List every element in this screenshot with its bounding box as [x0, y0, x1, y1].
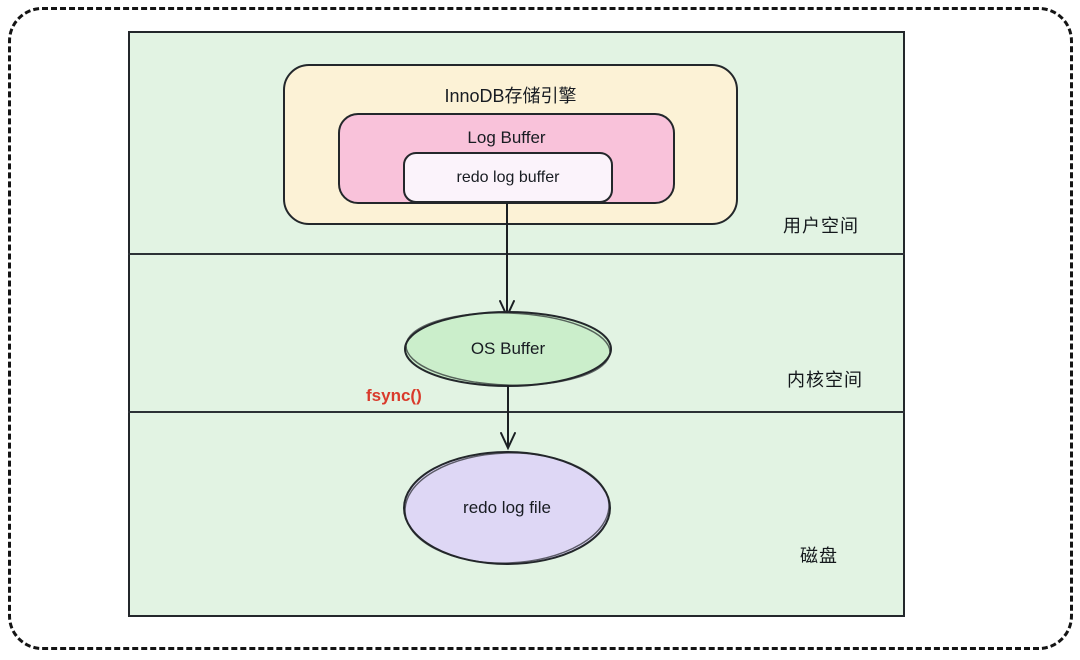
section-label-disk: 磁盘 — [800, 546, 838, 566]
section-label-user-space: 用户空间 — [783, 216, 859, 236]
section-label-kernel-space: 内核空间 — [787, 370, 863, 390]
divider-user-kernel — [128, 253, 905, 255]
divider-kernel-disk — [128, 411, 905, 413]
fsync-annotation: fsync() — [366, 386, 422, 405]
redo-log-file-label: redo log file — [463, 498, 551, 517]
log-buffer-label: Log Buffer — [467, 128, 546, 147]
redo-log-buffer-box: redo log buffer — [403, 152, 613, 203]
os-buffer-label: OS Buffer — [470, 339, 546, 358]
outer-dashed-border — [8, 7, 1073, 650]
innodb-engine-label: InnoDB存储引擎 — [444, 86, 577, 106]
